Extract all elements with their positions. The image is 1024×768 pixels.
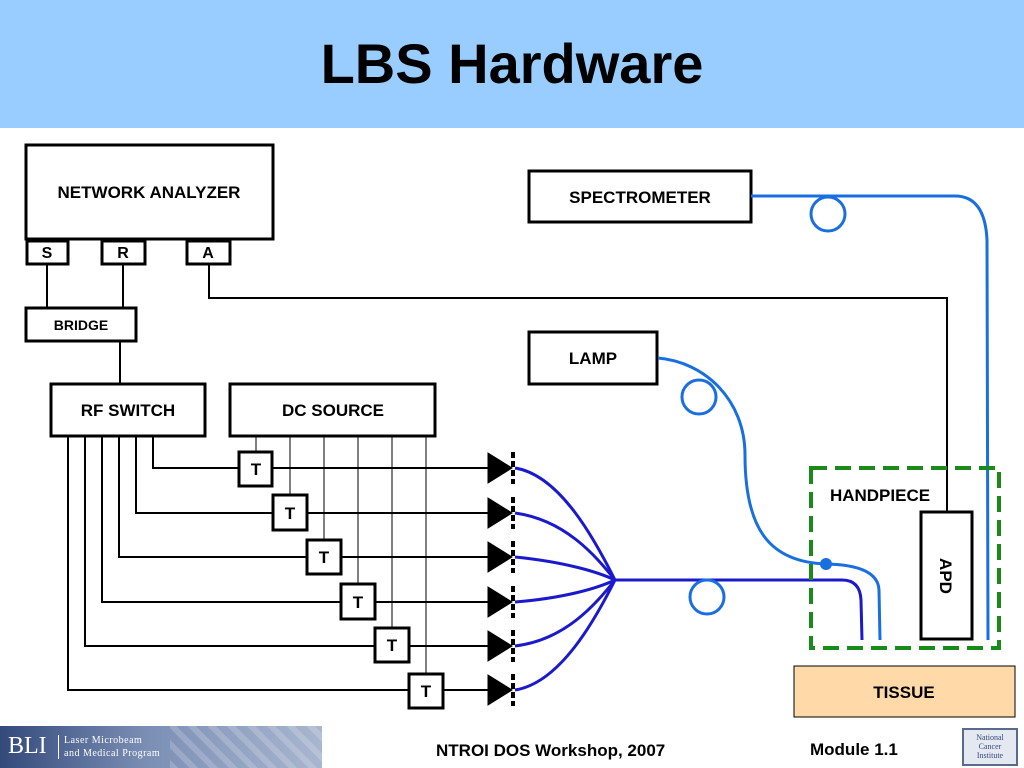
nci-logo-line-3: Institute: [976, 751, 1004, 760]
fiber-junction-dot: [820, 558, 832, 570]
bias-tee-label: T: [421, 682, 432, 701]
port-a-box: [185, 239, 232, 266]
network-analyzer-label: NETWORK ANALYZER: [58, 183, 241, 202]
laser-diode: [487, 497, 515, 529]
spectrometer-fiber: [751, 194, 990, 641]
logo-line-2: and Medical Program: [64, 748, 161, 759]
bli-logo: BLI Laser Microbeam and Medical Program: [0, 726, 322, 768]
logo-divider: [58, 735, 59, 759]
footer-event: NTROI DOS Workshop, 2007: [436, 741, 666, 760]
tissue-label: TISSUE: [873, 683, 934, 702]
dc-source-lines: [255, 436, 427, 674]
spectrometer-fiber-loop: [809, 195, 847, 233]
laser-diode: [487, 452, 515, 484]
title-bar: [0, 0, 1024, 128]
dc-source-label: DC SOURCE: [282, 401, 384, 420]
bias-tee-label: T: [251, 460, 262, 479]
bias-tee: [305, 538, 343, 576]
bias-tee: [373, 626, 411, 664]
apd-label: APD: [936, 558, 955, 594]
bridge-label: BRIDGE: [54, 317, 108, 333]
fiber-loop: [688, 578, 726, 616]
spectrometer-label: SPECTROMETER: [569, 188, 711, 207]
port-r-label: R: [117, 245, 129, 262]
lamp-box: [527, 330, 659, 386]
nci-logo-line-2: Cancer: [978, 742, 1002, 751]
lamp-fiber-loop: [680, 378, 718, 416]
footer-module: Module 1.1: [810, 740, 898, 759]
slide-title: LBS Hardware: [320, 32, 704, 95]
network-analyzer-box: [24, 143, 275, 241]
dc-source-box: [228, 382, 437, 438]
logo-bli-text: BLI: [8, 733, 47, 759]
light-fibers: [657, 194, 990, 641]
laser-diodes: [487, 452, 515, 706]
port-a-label: A: [202, 245, 214, 262]
bias-tee-label: T: [319, 548, 330, 567]
logo-pattern: [170, 726, 322, 768]
apd-box: [919, 510, 974, 641]
laser-fiber-bundle: [514, 466, 864, 692]
bias-tee: [237, 450, 274, 488]
laser-diode: [487, 674, 515, 706]
lamp-fiber: [657, 356, 882, 641]
rf-switch-box: [49, 382, 207, 438]
nci-logo: National Cancer Institute: [962, 728, 1018, 766]
bias-tee: [271, 493, 309, 532]
bias-tee: [407, 672, 445, 710]
spectrometer-box: [527, 169, 753, 224]
rf-switch-label: RF SWITCH: [81, 401, 175, 420]
laser-diode: [487, 541, 515, 573]
lamp-label: LAMP: [569, 349, 617, 368]
bias-tee: [339, 582, 377, 621]
bias-tees: [237, 450, 445, 710]
logo-line-1: Laser Microbeam: [64, 735, 143, 746]
bridge-box: [24, 306, 138, 343]
tissue-box: [793, 665, 1016, 718]
bias-tee-label: T: [285, 504, 296, 523]
handpiece-outline: [809, 466, 1001, 650]
bias-tee-label: T: [353, 593, 364, 612]
port-r-box: [100, 239, 147, 266]
laser-diode: [487, 630, 515, 662]
bias-tee-label: T: [387, 636, 398, 655]
handpiece-label: HANDPIECE: [830, 486, 930, 505]
port-s-label: S: [42, 245, 53, 262]
laser-diode: [487, 586, 515, 618]
nci-logo-line-1: National: [976, 733, 1004, 742]
port-s-box: [25, 239, 70, 266]
